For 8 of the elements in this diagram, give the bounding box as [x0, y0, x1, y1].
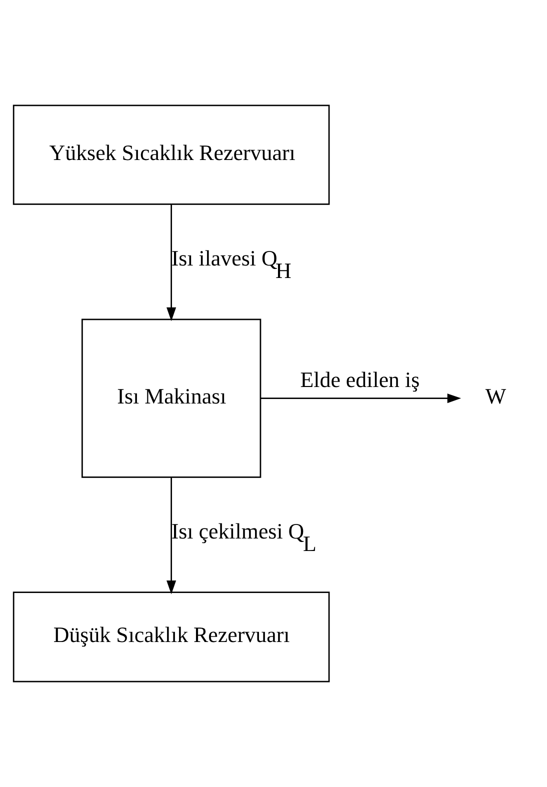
arrow	[166, 204, 176, 322]
arrow	[166, 478, 176, 594]
edge-label: Elde edilen iş	[300, 367, 420, 392]
node-box: Yüksek Sıcaklık Rezervuarı	[12, 104, 330, 205]
node-box: Düşük Sıcaklık Rezervuarı	[12, 592, 330, 682]
node-box: Isı Makinası	[82, 318, 262, 478]
arrow	[260, 394, 462, 404]
node-text: W	[485, 384, 506, 409]
